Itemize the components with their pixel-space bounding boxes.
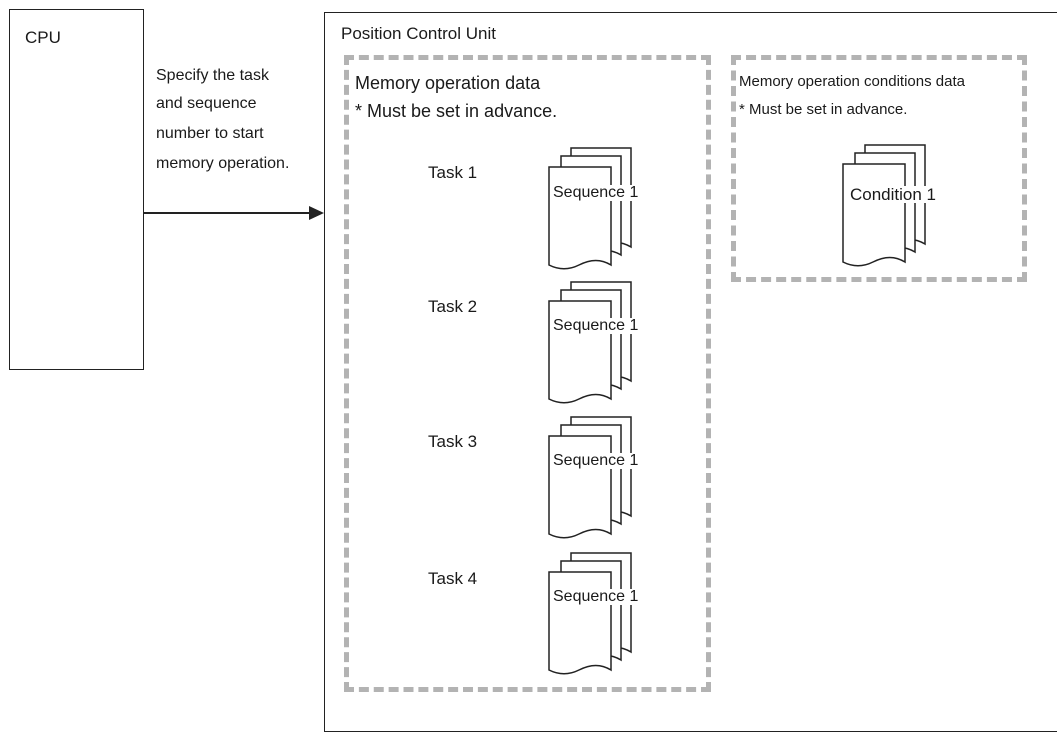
task-1-sequence-label: Sequence 1 bbox=[553, 184, 639, 201]
sequence-stack-task-4 bbox=[548, 552, 632, 675]
task-1-label: Task 1 bbox=[428, 163, 478, 182]
unit-title: Position Control Unit bbox=[341, 24, 496, 43]
task-2-label: Task 2 bbox=[428, 297, 478, 316]
sequence-stack-task-3 bbox=[548, 416, 632, 539]
conditions-data-note: * Must be set in advance. bbox=[739, 101, 908, 118]
cpu-label: CPU bbox=[25, 28, 61, 47]
sequence-stack-task-1 bbox=[548, 147, 632, 270]
sequence-stack-task-2 bbox=[548, 281, 632, 404]
cpu-block bbox=[9, 9, 144, 370]
task-4-sequence-label: Sequence 1 bbox=[553, 588, 639, 605]
task-3-sequence-label: Sequence 1 bbox=[553, 452, 639, 469]
conditions-data-title: Memory operation conditions data bbox=[739, 73, 965, 90]
task-4-label: Task 4 bbox=[428, 569, 478, 588]
instruction-line-2: and sequence bbox=[156, 95, 257, 112]
condition-stack bbox=[842, 144, 926, 267]
task-2-sequence-label: Sequence 1 bbox=[553, 317, 639, 334]
task-3-label: Task 3 bbox=[428, 432, 478, 451]
memory-data-title: Memory operation data bbox=[355, 73, 541, 93]
diagram-graphics bbox=[144, 144, 926, 675]
memory-operation-data-region bbox=[344, 55, 711, 692]
conditions-data-region bbox=[731, 55, 1027, 282]
memory-data-note: * Must be set in advance. bbox=[355, 101, 558, 121]
instruction-line-4: memory operation. bbox=[156, 155, 290, 172]
instruction-line-1: Specify the task bbox=[156, 67, 269, 84]
start-arrow-head bbox=[309, 206, 324, 220]
condition-label: Condition 1 bbox=[850, 185, 937, 204]
instruction-line-3: number to start bbox=[156, 125, 264, 142]
